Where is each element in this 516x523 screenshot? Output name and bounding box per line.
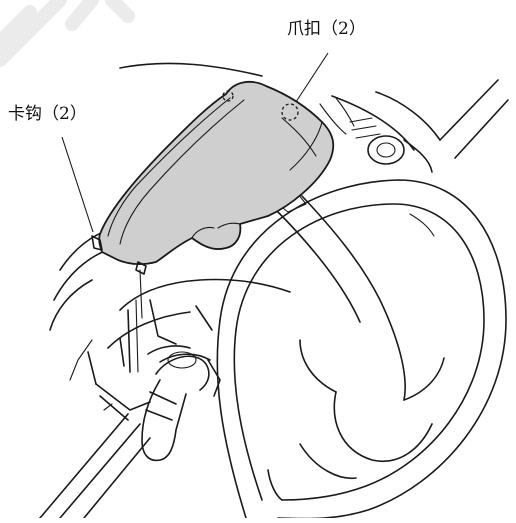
- watermark-mark: [0, 0, 135, 67]
- hook-label: 卡钩（2）: [8, 104, 87, 124]
- steering-wheel: [216, 179, 507, 520]
- switch-stalk: [141, 351, 210, 462]
- upper-column-cover: [91, 80, 335, 319]
- clip-leader-line: [291, 52, 329, 109]
- steering-column: [107, 278, 291, 397]
- clip-location-marker: [281, 103, 299, 121]
- lower-panel: [39, 351, 151, 519]
- cover-shape: [98, 80, 335, 266]
- clip-location-marker-2: [222, 90, 234, 102]
- dashboard-outline: [49, 62, 509, 381]
- hook-leader-line: [61, 136, 94, 233]
- clip-label: 爪扣（2）: [287, 19, 366, 39]
